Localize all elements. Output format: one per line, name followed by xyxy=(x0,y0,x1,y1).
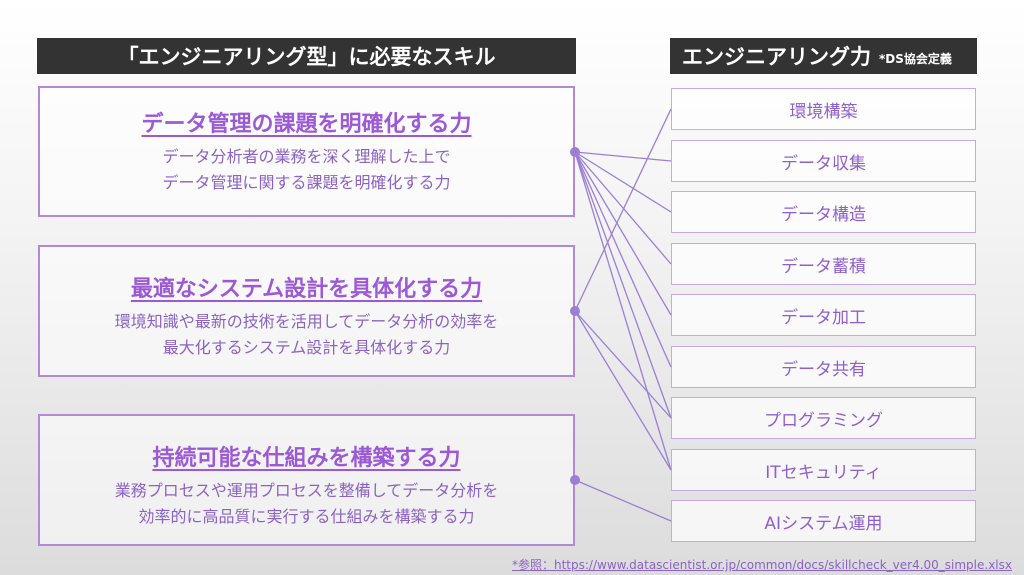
skill-desc: 環境知識や最新の技術を活用してデータ分析の効率を 最大化するシステム設計を具体化… xyxy=(40,309,573,361)
right-header: エンジニアリング力 *DS協会定義 xyxy=(670,38,977,74)
connection-dot xyxy=(570,306,580,316)
skill-desc-line-1: データ分析者の業務を深く理解した上で xyxy=(162,147,451,166)
skill-desc-line-2: 効率的に高品質に実行する仕組みを構築する力 xyxy=(138,507,475,526)
connection-dot xyxy=(570,475,580,485)
engineering-item: データ共有 xyxy=(671,346,976,388)
skill-desc-line-1: 業務プロセスや運用プロセスを整備してデータ分析を xyxy=(114,481,499,500)
connection-line xyxy=(574,108,672,312)
skill-box-1: データ管理の課題を明確化する力 データ分析者の業務を深く理解した上で データ管理… xyxy=(38,86,575,217)
connection-line xyxy=(574,151,672,316)
footnote: *参照：https://www.datascientist.or.jp/comm… xyxy=(511,558,1012,572)
skill-desc-line-1: 環境知識や最新の技術を活用してデータ分析の効率を xyxy=(114,312,499,331)
engineering-item: データ構造 xyxy=(671,191,976,233)
connection-line xyxy=(574,310,672,419)
left-header: 「エンジニアリング型」に必要なスキル xyxy=(37,38,576,74)
connection-line xyxy=(574,151,672,162)
connection-line xyxy=(574,151,672,471)
engineering-item: プログラミング xyxy=(671,397,976,439)
skill-desc-line-2: データ管理に関する課題を明確化する力 xyxy=(162,173,451,192)
skill-desc: データ分析者の業務を深く理解した上で データ管理に関する課題を明確化する力 xyxy=(40,144,573,196)
connection-line xyxy=(574,151,672,213)
skill-title: データ管理の課題を明確化する力 xyxy=(141,112,472,137)
engineering-item: データ蓄積 xyxy=(671,243,976,285)
right-header-subtitle: *DS協会定義 xyxy=(879,51,952,66)
skill-desc: 業務プロセスや運用プロセスを整備してデータ分析を 効率的に高品質に実行する仕組み… xyxy=(40,478,573,530)
right-header-title: エンジニアリング力 xyxy=(682,45,871,69)
engineering-item: AIシステム運用 xyxy=(671,500,976,542)
connection-line xyxy=(574,310,672,471)
skill-box-3: 持続可能な仕組みを構築する力 業務プロセスや運用プロセスを整備してデータ分析を … xyxy=(38,414,575,546)
skill-box-2: 最適なシステム設計を具体化する力 環境知識や最新の技術を活用してデータ分析の効率… xyxy=(38,245,575,377)
skill-title: 最適なシステム設計を具体化する力 xyxy=(130,277,483,302)
connection-line xyxy=(574,151,672,419)
skill-title: 持続可能な仕組みを構築する力 xyxy=(152,446,461,471)
connection-line xyxy=(574,151,672,368)
engineering-item: ITセキュリティ xyxy=(671,449,976,491)
engineering-item: データ収集 xyxy=(671,140,976,182)
engineering-item: 環境構築 xyxy=(671,88,976,130)
engineering-item: データ加工 xyxy=(671,294,976,336)
connection-line xyxy=(574,479,672,522)
connection-line xyxy=(574,151,672,265)
connection-dot xyxy=(570,147,580,157)
skill-desc-line-2: 最大化するシステム設計を具体化する力 xyxy=(162,338,451,357)
